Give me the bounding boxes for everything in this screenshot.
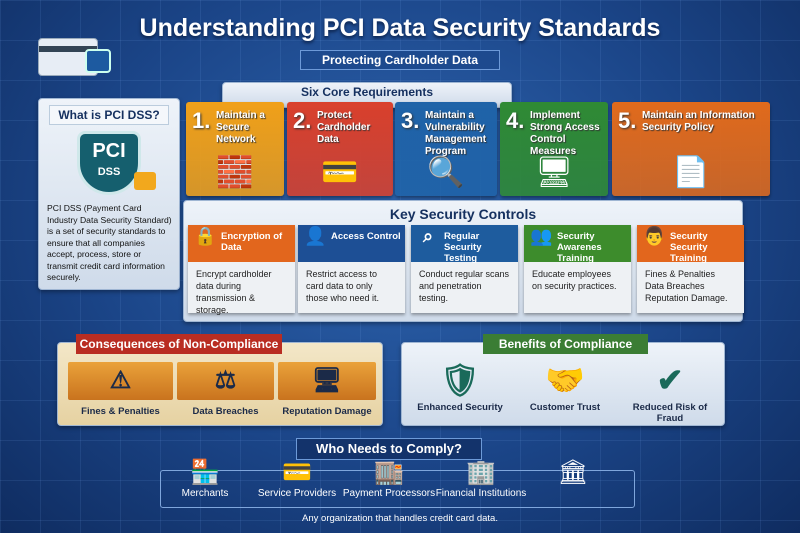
who-label: Merchants: [181, 488, 229, 499]
core-requirement-card: 1.Maintain a Secure Network 🧱: [186, 102, 284, 196]
control-label: Encryption of Data: [221, 231, 283, 253]
requirement-number: 3.: [401, 108, 420, 133]
card-check-icon: 💳: [282, 459, 312, 486]
credit-card-lock-icon: 💳: [321, 156, 359, 189]
who-label: Service Providers: [257, 488, 337, 499]
who-item: 🏪 Merchants: [155, 458, 255, 499]
core-requirement-card: 3.Maintain a Vulnerability Management Pr…: [395, 102, 497, 196]
requirement-number: 2.: [293, 108, 312, 133]
control-description: Educate employees on security practices.: [524, 262, 631, 313]
consequence-item: 🖥 Reputation Damage: [278, 362, 376, 422]
padlock-icon: [134, 172, 156, 190]
control-label: Security Security Training: [670, 231, 708, 264]
benefit-label: Enhanced Security: [417, 402, 503, 413]
firewall-shield-icon: 🧱: [216, 156, 254, 189]
checkmark-icon: ✔: [656, 362, 684, 398]
core-requirement-card: 5.Maintain an Information Security Polic…: [612, 102, 770, 196]
requirement-number: 1.: [192, 108, 211, 133]
who-heading: Who Needs to Comply?: [296, 438, 482, 460]
card-lock-icon: [38, 38, 111, 76]
who-item: 🏛: [523, 458, 623, 488]
control-label: Security Awarenes Training: [557, 231, 602, 264]
consequence-label: Data Breaches: [192, 406, 259, 417]
handshake-icon: 🤝: [545, 362, 585, 398]
benefit-label: Reduced Risk of Fraud: [632, 402, 708, 424]
building-icon: 🏢: [466, 459, 496, 486]
consequence-item: ⚖ Data Breaches: [177, 362, 274, 422]
control-label: Access Control: [331, 231, 401, 242]
consequence-label: Fines & Penalties: [81, 406, 160, 417]
shields-icon: 🛡: [439, 362, 481, 398]
what-is-description: PCI DSS (Payment Card Industry Data Secu…: [47, 203, 172, 282]
trainer-icon: 👨: [643, 226, 666, 246]
core-requirement-card: 2.Protect Cardholder Data 💳: [287, 102, 393, 196]
consequence-label: Reputation Damage: [282, 406, 372, 417]
monitor-lock-icon: 🖥: [534, 156, 574, 189]
requirement-label: Protect Cardholder Data: [317, 110, 371, 145]
what-is-heading: What is PCI DSS?: [49, 105, 169, 125]
control-description: Encrypt cardholder data during transmiss…: [188, 262, 295, 315]
bank-icon: 🏛: [557, 459, 589, 486]
requirement-label: Maintain a Vulnerability Management Prog…: [425, 110, 487, 157]
benefit-item: ✔ Reduced Risk of Fraud: [620, 358, 720, 424]
requirement-label: Implement Strong Access Control Measures: [530, 110, 600, 157]
user-icon: 👤: [304, 226, 327, 246]
requirement-label: Maintain a Secure Network: [216, 110, 265, 145]
benefits-heading: Benefits of Compliance: [483, 334, 648, 354]
control-description: Fines & Penalties Data Breaches Reputati…: [637, 262, 744, 313]
who-label: Financial Institutions: [435, 488, 527, 499]
key-controls-heading: Key Security Controls: [389, 206, 537, 222]
requirement-number: 5.: [618, 108, 637, 133]
requirement-number: 4.: [506, 108, 525, 133]
documents-shield-icon: 📄: [672, 156, 710, 189]
store-icon: 🏪: [190, 459, 220, 486]
core-requirement-card: 4.Implement Strong Access Control Measur…: [500, 102, 608, 196]
training-icon: 👥: [530, 226, 553, 246]
who-item: 🏢 Financial Institutions: [431, 458, 531, 499]
who-item: 💳 Service Providers: [247, 458, 347, 499]
benefits-panel: [401, 342, 725, 426]
padlock-icon: 🔒: [194, 226, 217, 246]
who-label: Payment Processors: [342, 488, 436, 499]
subtitle-banner: Protecting Cardholder Data: [300, 50, 500, 70]
requirement-label: Maintain an Information Security Policy: [642, 110, 755, 133]
benefit-label: Customer Trust: [529, 402, 601, 413]
gavel-icon: ⚖: [177, 362, 274, 400]
core-requirements-heading: Six Core Requirements: [300, 85, 434, 99]
control-label: Regular Security Testing: [444, 231, 482, 264]
magnifier-bug-icon: 🔍: [427, 156, 465, 189]
control-description: Restrict access to card data to only tho…: [298, 262, 405, 313]
scan-icon: ⌕: [422, 226, 434, 246]
consequences-heading: Consequences of Non-Compliance: [76, 334, 282, 354]
who-row-frame: [160, 470, 635, 508]
processor-icon: 🏬: [374, 459, 404, 486]
who-item: 🏬 Payment Processors: [339, 458, 439, 499]
warning-coins-icon: ⚠: [68, 362, 173, 400]
control-description: Conduct regular scans and penetration te…: [411, 262, 518, 313]
monitor-server-icon: 🖥: [278, 362, 376, 400]
benefit-item: 🤝 Customer Trust: [515, 358, 615, 422]
consequence-item: ⚠ Fines & Penalties: [68, 362, 173, 422]
page-title: Understanding PCI Data Security Standard…: [139, 14, 661, 42]
benefit-item: 🛡 Enhanced Security: [410, 358, 510, 422]
who-footer: Any organization that handles credit car…: [302, 513, 498, 524]
